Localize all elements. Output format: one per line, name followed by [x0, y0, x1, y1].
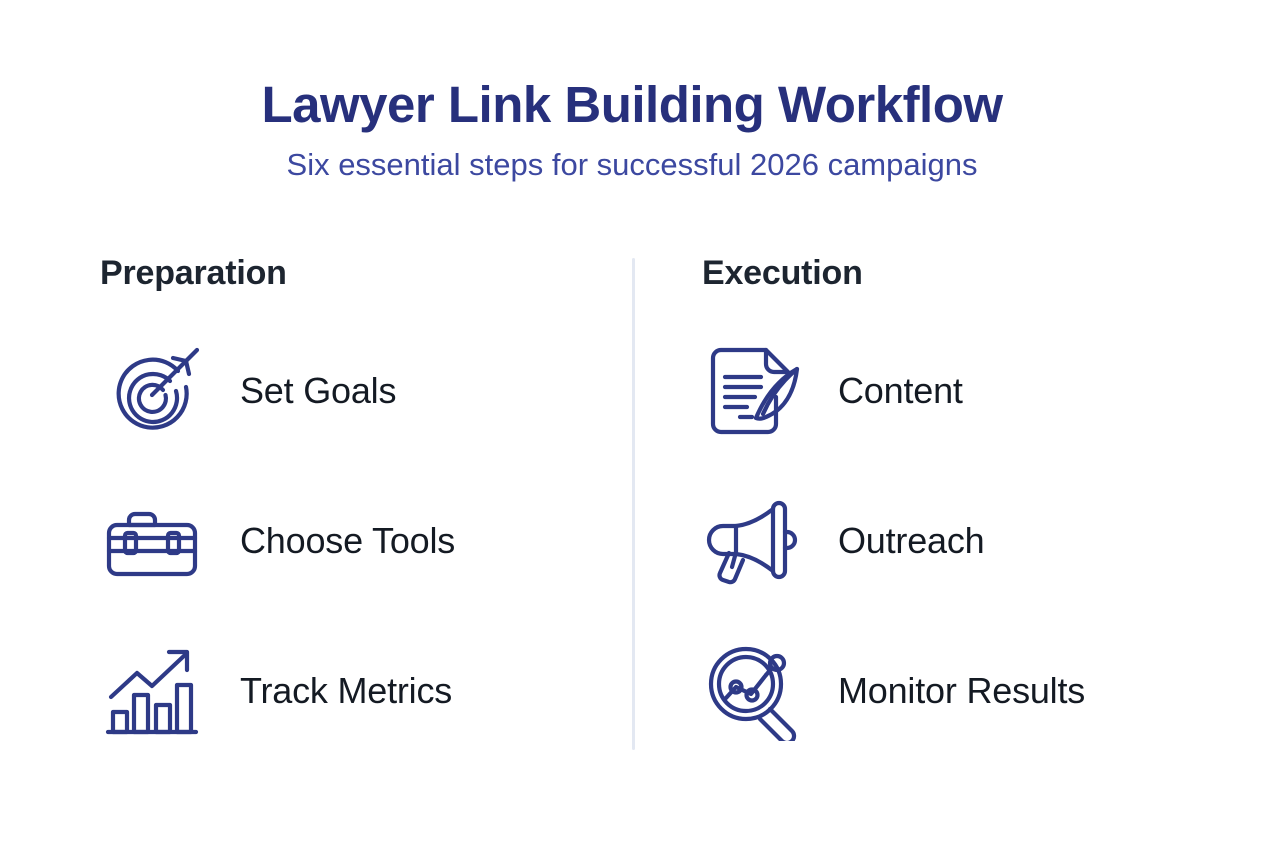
step-monitor-results[interactable]: Monitor Results	[702, 641, 1222, 741]
magnifier-analytics-icon	[702, 639, 806, 743]
column-heading-preparation: Preparation	[100, 254, 287, 292]
step-choose-tools[interactable]: Choose Tools	[100, 491, 620, 591]
step-label-track-metrics: Track Metrics	[240, 670, 453, 711]
step-label-content: Content	[838, 370, 963, 411]
megaphone-icon	[702, 489, 806, 593]
step-set-goals[interactable]: Set Goals	[100, 341, 620, 441]
column-heading-execution: Execution	[702, 254, 863, 292]
document-quill-icon	[702, 339, 806, 443]
column-divider	[632, 258, 635, 750]
briefcase-icon	[100, 489, 204, 593]
target-arrow-icon	[100, 339, 204, 443]
step-content[interactable]: Content	[702, 341, 1222, 441]
step-label-choose-tools: Choose Tools	[240, 520, 456, 561]
step-label-outreach: Outreach	[838, 520, 985, 561]
columns-container: Preparation Set Goals	[0, 253, 1264, 773]
steps-list-preparation: Set Goals Choose Tools	[100, 341, 620, 741]
column-preparation: Preparation Set Goals	[100, 253, 620, 741]
page-subtitle: Six essential steps for successful 2026 …	[286, 147, 978, 183]
step-label-set-goals: Set Goals	[240, 370, 397, 411]
header: Lawyer Link Building Workflow Six essent…	[0, 76, 1264, 183]
step-label-monitor-results: Monitor Results	[838, 670, 1086, 711]
bar-chart-growth-icon	[100, 639, 204, 743]
page-title: Lawyer Link Building Workflow	[261, 76, 1003, 133]
step-outreach[interactable]: Outreach	[702, 491, 1222, 591]
step-track-metrics[interactable]: Track Metrics	[100, 641, 620, 741]
steps-list-execution: Content Outreach	[702, 341, 1222, 741]
column-execution: Execution	[702, 253, 1222, 741]
